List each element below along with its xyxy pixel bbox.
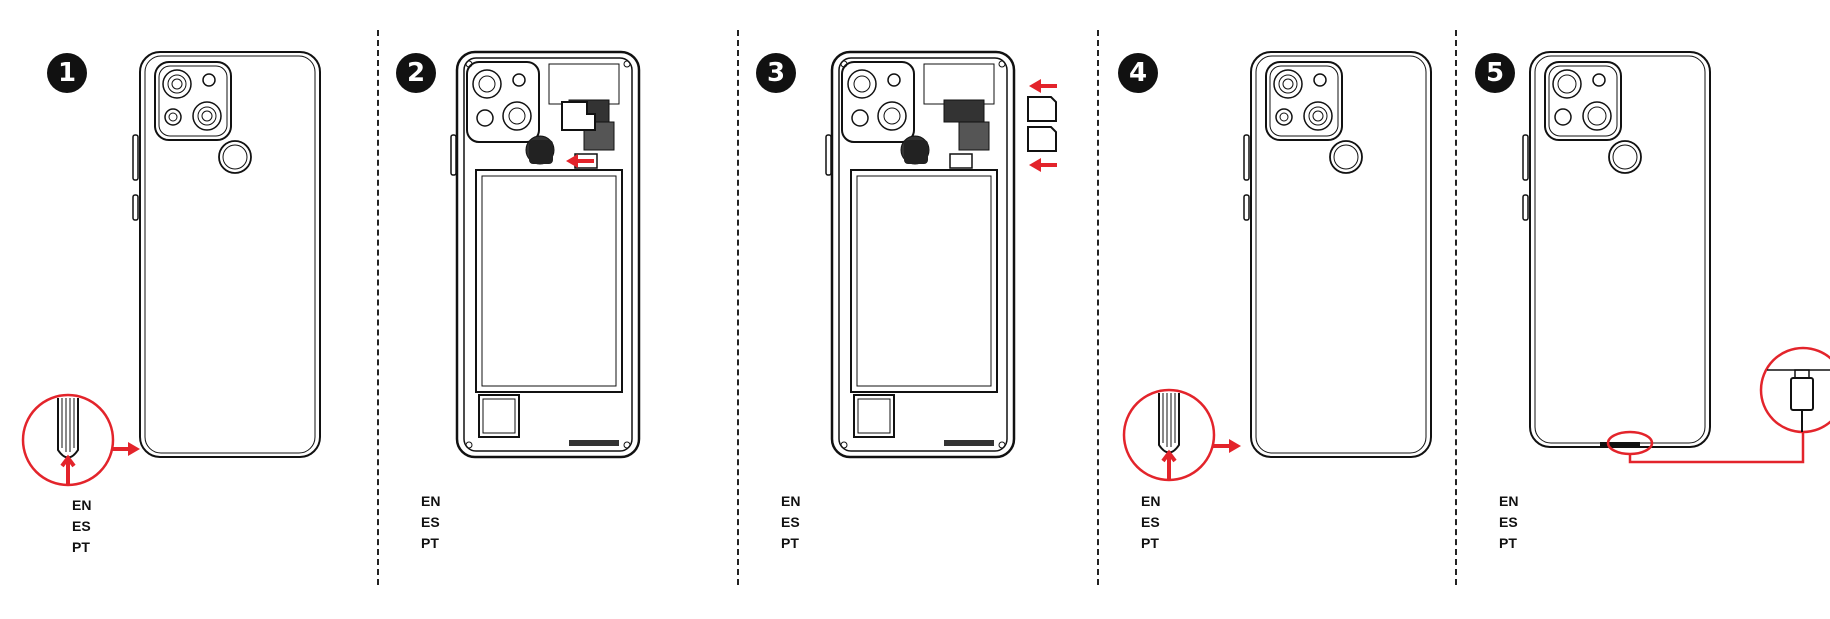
phone-back-icon bbox=[1241, 50, 1441, 470]
fingernail-icon bbox=[1119, 385, 1219, 485]
language-en: EN bbox=[1499, 491, 1518, 512]
language-es: ES bbox=[781, 512, 800, 533]
arrow-icon bbox=[564, 153, 594, 169]
phone-open-icon bbox=[824, 50, 1024, 470]
step-5-panel: 5 EN ES PT bbox=[1457, 0, 1830, 619]
step-4-badge: 4 bbox=[1118, 53, 1158, 93]
language-es: ES bbox=[1141, 512, 1160, 533]
arrow-icon bbox=[1027, 157, 1057, 173]
step-1-panel: 1 EN ES PT bbox=[0, 0, 378, 619]
step-4-panel: 4 EN ES PT bbox=[1099, 0, 1455, 619]
language-pt: PT bbox=[1499, 533, 1518, 554]
language-list: EN ES PT bbox=[72, 495, 91, 558]
language-es: ES bbox=[421, 512, 440, 533]
language-list: EN ES PT bbox=[1499, 491, 1518, 554]
language-list: EN ES PT bbox=[781, 491, 800, 554]
language-pt: PT bbox=[421, 533, 440, 554]
memory-card-icon bbox=[559, 100, 599, 140]
language-en: EN bbox=[1141, 491, 1160, 512]
language-en: EN bbox=[72, 495, 91, 516]
phone-open-icon bbox=[449, 50, 649, 470]
arrow-icon bbox=[112, 441, 142, 457]
step-3-badge: 3 bbox=[756, 53, 796, 93]
sim-card-icon bbox=[1027, 96, 1057, 122]
step-1-badge: 1 bbox=[47, 53, 87, 93]
phone-back-icon bbox=[130, 50, 330, 470]
fingernail-icon bbox=[18, 390, 118, 490]
language-es: ES bbox=[1499, 512, 1518, 533]
language-pt: PT bbox=[781, 533, 800, 554]
step-5-badge: 5 bbox=[1475, 53, 1515, 93]
sim-card-icon bbox=[1027, 126, 1057, 152]
language-list: EN ES PT bbox=[421, 491, 440, 554]
language-en: EN bbox=[781, 491, 800, 512]
arrow-icon bbox=[1027, 78, 1057, 94]
usb-cable-icon bbox=[1587, 345, 1817, 475]
language-list: EN ES PT bbox=[1141, 491, 1160, 554]
arrow-icon bbox=[1213, 438, 1243, 454]
step-2-badge: 2 bbox=[396, 53, 436, 93]
step-2-panel: 2 EN ES PT bbox=[379, 0, 737, 619]
language-pt: PT bbox=[72, 537, 91, 558]
language-es: ES bbox=[72, 516, 91, 537]
step-3-panel: 3 EN bbox=[739, 0, 1097, 619]
language-en: EN bbox=[421, 491, 440, 512]
language-pt: PT bbox=[1141, 533, 1160, 554]
